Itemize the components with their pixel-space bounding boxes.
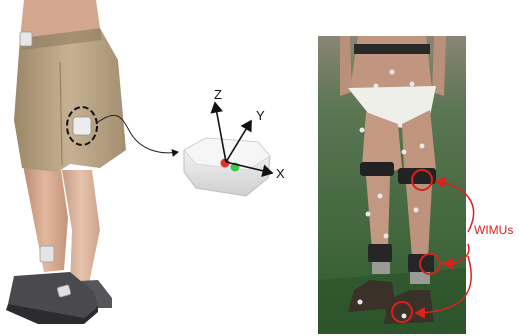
ankle-sensor [40,246,54,262]
wimu-label: WIMUs [474,223,513,237]
waist-sensor [20,32,32,46]
back-leg [62,170,100,288]
leg-illustration [6,0,126,324]
thigh-sensor [73,117,91,135]
x-axis-label: X [276,166,285,181]
subject-photo: WIMUs [318,36,513,334]
shorts [14,28,126,172]
sensor-axes-diagram: Z Y X [184,87,285,196]
y-axis-label: Y [256,108,265,123]
z-axis-label: Z [214,87,222,102]
